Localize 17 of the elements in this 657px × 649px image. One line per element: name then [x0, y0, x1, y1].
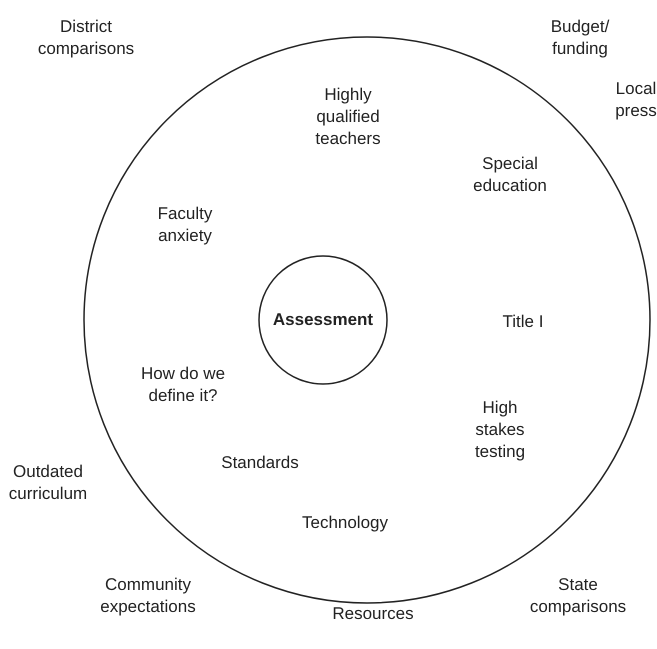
factor-label: Faculty anxiety: [156, 203, 214, 247]
factor-label: Special education: [472, 153, 548, 197]
factor-label: Budget/ funding: [550, 16, 610, 60]
factor-label: Community expectations: [99, 574, 197, 618]
factor-label: Title I: [502, 311, 544, 333]
factor-label: Resources: [331, 603, 415, 625]
factor-label: Outdated curriculum: [8, 461, 88, 505]
factor-label: High stakes testing: [474, 397, 526, 463]
factor-label: Local press: [614, 78, 657, 122]
node-label: Assessment: [272, 310, 374, 330]
factor-label: Technology: [300, 512, 389, 534]
factor-label: State comparisons: [528, 574, 628, 618]
factor-label: Highly qualified teachers: [314, 84, 382, 150]
factor-label: District comparisons: [36, 16, 136, 60]
factor-label: How do we define it?: [140, 363, 226, 407]
factor-label: Standards: [220, 452, 300, 474]
circle: [258, 255, 388, 385]
